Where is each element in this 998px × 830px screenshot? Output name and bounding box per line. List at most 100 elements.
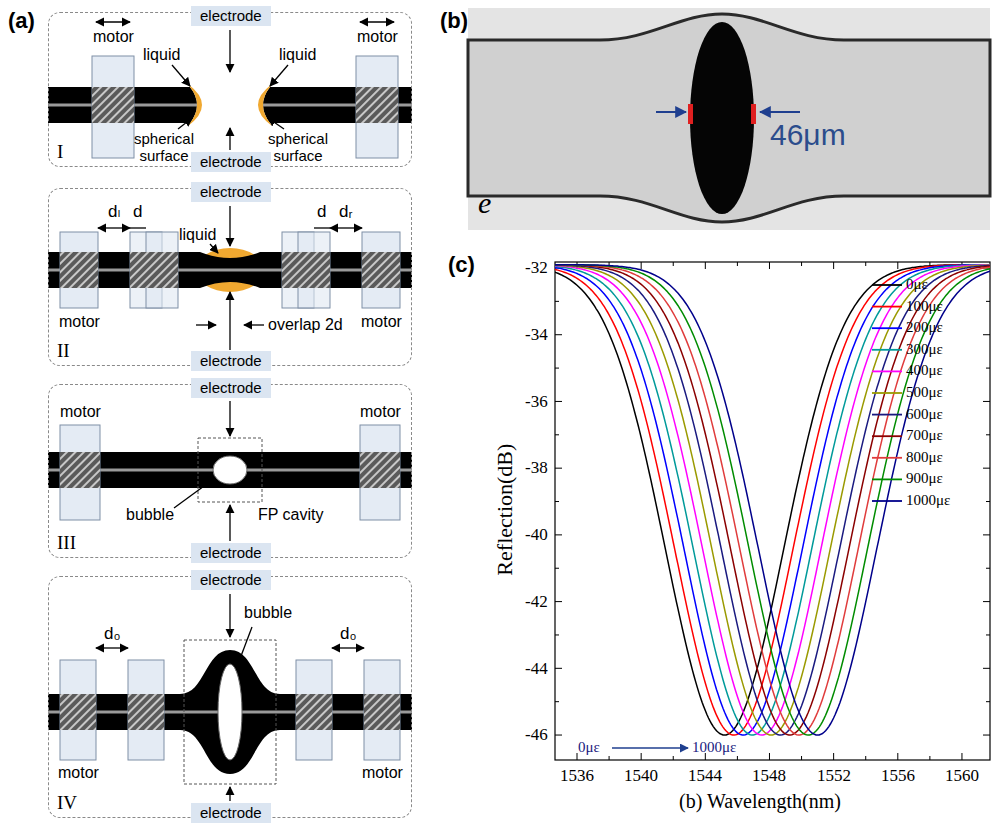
motor-stage — [92, 56, 134, 158]
fiber — [48, 650, 412, 774]
axis-tick — [555, 301, 559, 302]
motor-stage — [296, 660, 332, 760]
fiber — [213, 456, 247, 484]
spectrum-curve — [555, 265, 990, 735]
axis-tick — [986, 501, 990, 502]
part-label: spherical surface — [258, 130, 338, 165]
legend-line — [872, 284, 902, 286]
fiber — [48, 452, 412, 488]
motor-stage — [130, 252, 178, 288]
micrograph — [688, 104, 693, 124]
legend-line — [872, 414, 902, 416]
leader-arrow — [98, 227, 130, 228]
motor-stage — [60, 660, 96, 760]
part-label: FP cavity — [258, 506, 324, 524]
leader-arrow — [330, 227, 362, 228]
shift-arrow — [612, 748, 688, 749]
leader-arrow — [229, 787, 230, 801]
electrode-label: electrode — [200, 7, 262, 25]
part-label: motor — [60, 403, 101, 421]
axis-tick — [986, 301, 990, 302]
motor-stage — [356, 56, 398, 158]
dimension-label: d — [317, 202, 326, 222]
step-numeral: IV — [57, 793, 77, 814]
tick-label: -32 — [525, 258, 548, 278]
legend-label: 400με — [906, 362, 943, 379]
leader-arrow — [96, 594, 364, 801]
part-label: motor — [357, 28, 398, 46]
motor-stage — [296, 694, 332, 730]
legend-line — [872, 349, 902, 351]
cavity-outline — [198, 438, 262, 502]
axis-tick — [705, 262, 706, 269]
tick-label: -38 — [525, 458, 548, 478]
part-label: liquid — [143, 46, 180, 64]
dimension-label: dₗ — [108, 202, 120, 222]
axis-tick — [555, 668, 562, 669]
dimension-label: d₀ — [104, 624, 121, 644]
leader-arrow — [270, 65, 288, 86]
legend-line — [872, 500, 902, 502]
spectrum-curve — [555, 265, 990, 735]
part-label: motor — [93, 28, 134, 46]
micrograph — [468, 14, 990, 222]
axis-tick — [673, 262, 674, 266]
legend-line — [872, 306, 902, 308]
fiber — [48, 452, 412, 488]
panel-letter: (c) — [448, 252, 475, 277]
legend-line — [872, 392, 902, 394]
annotation: 0με — [578, 739, 600, 756]
electrode-label: electrode — [200, 183, 262, 201]
panel-letter: (a) — [8, 8, 35, 33]
leader-arrow — [229, 505, 230, 541]
leader-arrow — [210, 244, 218, 253]
axis-tick — [555, 634, 559, 635]
leader-arrow — [229, 594, 230, 637]
axis-tick — [555, 701, 559, 702]
electrode-label: electrode — [200, 153, 262, 171]
legend-label: 0με — [906, 276, 928, 293]
axis-tick — [986, 434, 990, 435]
axis-tick — [555, 401, 562, 402]
legend-label: 200με — [906, 319, 943, 336]
axis-tick — [737, 262, 738, 266]
fiber — [48, 87, 197, 123]
motor-stage — [282, 252, 330, 288]
axis-tick — [833, 753, 834, 760]
annotation: 1000με — [692, 739, 736, 756]
spectrum-curve — [555, 265, 990, 735]
part-label: bubble — [244, 604, 292, 622]
motor-stage — [60, 694, 96, 730]
cavity-outline — [198, 438, 262, 502]
cavity-outline — [184, 640, 276, 784]
micrograph — [751, 104, 756, 124]
stage-panel: IVelectrodeelectrode — [48, 576, 412, 818]
panel-letter: (b) — [440, 8, 468, 33]
spectrum-curve — [555, 265, 990, 735]
tick-label: -40 — [525, 525, 548, 545]
fiber — [48, 87, 412, 123]
legend-line — [872, 478, 902, 480]
axis-tick — [609, 756, 610, 760]
tick-label: 1548 — [752, 766, 786, 786]
tick-label: -34 — [525, 325, 548, 345]
legend-line — [872, 327, 902, 329]
motor-stage — [362, 232, 400, 308]
axis-tick — [983, 534, 990, 535]
axis-tick — [555, 468, 562, 469]
leader-arrow — [238, 627, 252, 664]
axis-tick — [865, 262, 866, 266]
motor-stage — [356, 87, 398, 123]
frame-letter: e — [478, 186, 491, 221]
legend-line — [872, 457, 902, 459]
axis-tick — [986, 701, 990, 702]
axis-tick — [555, 368, 559, 369]
part-label: motor — [361, 313, 402, 331]
legend-label: 500με — [906, 384, 943, 401]
electrode-box: electrode — [191, 182, 271, 202]
legend-label: 900με — [906, 470, 943, 487]
dimension-label: overlap 2d — [268, 316, 343, 334]
step-numeral: I — [57, 142, 63, 163]
spectrum-curve — [555, 265, 990, 735]
